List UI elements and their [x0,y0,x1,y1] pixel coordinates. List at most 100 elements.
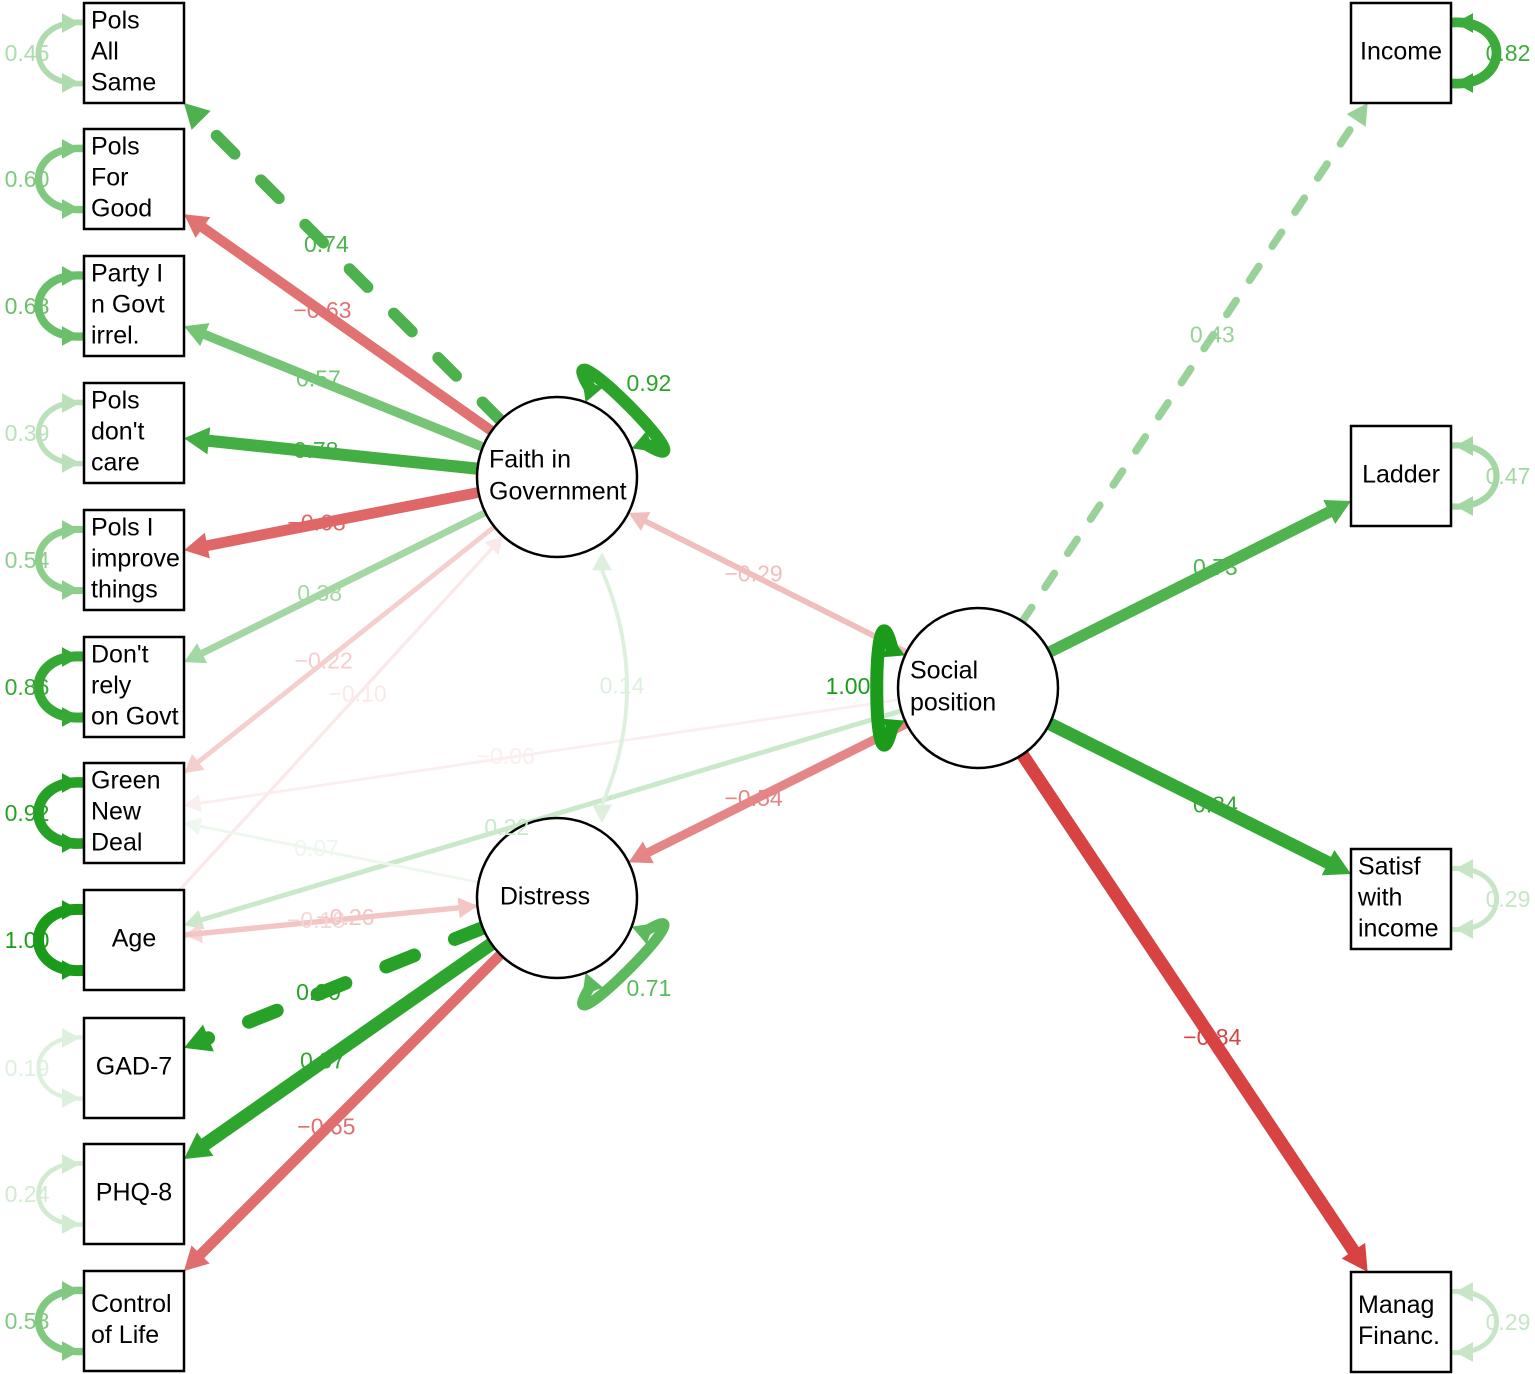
node-box [82,254,186,358]
path-line [193,524,497,767]
node-label-line: Manag [1358,1291,1434,1319]
node-label-line: Age [112,925,156,953]
observed-node-income: Income [1349,1,1453,105]
arrowhead [184,643,208,664]
path-line [194,219,497,437]
variance-label: 0.60 [5,166,50,192]
node-label-line: Income [1360,38,1442,66]
variance-loop [33,647,89,727]
arrowhead [62,580,80,600]
arrowhead [1455,73,1473,93]
path-social-to-green_new_deal [184,698,901,813]
arrowhead [62,199,80,219]
path-coefficient-label: −0.29 [725,561,783,587]
node-label-line: Distress [500,883,590,911]
arrowhead [62,900,80,920]
variance-loop [1446,1282,1499,1362]
node-circle [475,816,639,980]
path-age-to-distress [181,897,478,938]
node-box [82,1016,186,1120]
path-faith-to-pols_all_same [183,103,507,427]
path-social-to-manag_financ [1015,748,1368,1272]
variance-label: 0.92 [627,370,672,396]
path-coefficient-label: −0.18 [287,907,345,933]
arrowhead [631,430,655,452]
node-box [82,1,186,105]
arrowhead [592,804,612,823]
path-line [192,949,506,1263]
variance-label: 0.19 [5,1055,50,1081]
node-label-line: Good [91,195,152,223]
node-box [82,635,186,739]
path-coefficient-label: 0.87 [300,1047,345,1073]
arrowhead [62,453,80,473]
arrowhead [183,103,211,130]
node-label-line: care [91,449,140,477]
path-line [1015,748,1363,1262]
path-faith-to-pols_for_good [184,214,497,437]
arrowhead [62,1088,80,1108]
variance-loop [36,1028,89,1108]
arrowhead [62,707,80,727]
arrowhead [184,1132,214,1160]
arrowhead [62,520,80,540]
node-label-line: Pols [91,133,140,161]
covariance-label: 0.14 [600,673,645,699]
path-social-to-income [1018,103,1368,626]
node-label-line: Satisf [1358,853,1421,881]
variance-label: 0.92 [5,800,50,826]
variance-arc [577,918,670,1011]
arrowhead [628,841,654,864]
covariance-faith-distress [592,552,629,823]
variance-label: 1.00 [5,927,50,953]
node-label-line: Social [910,657,978,685]
variance-loop [35,139,89,219]
path-coefficient-label: 0.57 [296,366,341,392]
path-coefficient-label: 0.90 [296,979,341,1005]
path-social-to-ladder [1043,499,1351,658]
node-box [1349,1270,1453,1374]
node-label-line: irrel. [91,322,140,350]
arrowhead [582,972,604,996]
path-coefficient-label: −0.06 [477,743,535,769]
node-label-line: things [91,576,158,604]
edges-layer [178,103,1368,1272]
variance-label: 0.47 [1486,463,1531,489]
arrowhead [62,13,80,33]
arrowhead [62,1214,80,1234]
variance-loop [870,624,905,752]
path-line [639,719,911,859]
node-label-line: Green [91,767,160,795]
variance-loop [35,1281,89,1361]
arrowhead [184,817,203,836]
variance-loop [36,1154,89,1234]
variance-label: 1.00 [826,673,871,699]
arrowhead [62,1028,80,1048]
node-label-line: income [1358,915,1439,943]
variance-label: 0.39 [5,420,50,446]
path-distress-to-phq8 [184,937,499,1160]
variance-loop [1446,436,1500,516]
path-faith-to-green_new_deal [184,524,497,774]
path-faith-to-pols_improve [184,486,484,559]
path-faith-to-pols_dont_care [184,427,484,475]
arrowhead [484,536,504,555]
arrowhead [1341,1242,1368,1272]
arrowhead [62,1341,80,1361]
path-distress-to-green_new_deal [184,817,481,884]
path-faith-to-dont_rely [184,509,489,664]
path-social-to-distress [628,719,911,864]
variance-label: 0.68 [5,293,50,319]
node-label-line: Pols [91,387,140,415]
arrowhead [62,773,80,793]
variance-label: 0.82 [1486,40,1531,66]
path-faith-to-party_in_govt [184,323,488,452]
arrowhead [62,1154,80,1174]
